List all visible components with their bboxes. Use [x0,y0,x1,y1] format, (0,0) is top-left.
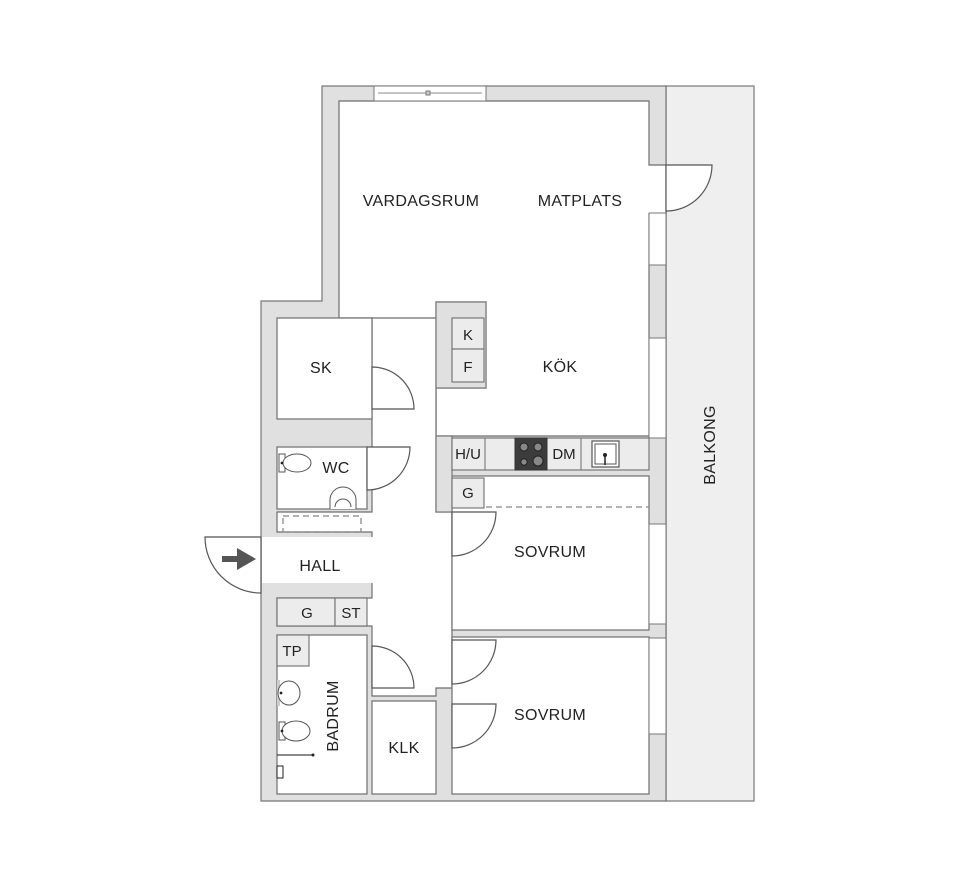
label-kyl: K [463,327,473,344]
toilet-icon [278,720,311,742]
toilet-icon [278,453,312,473]
door-balcony[interactable] [665,164,713,212]
label-hall: HALL [299,558,340,575]
room-sovrum-1 [451,475,650,631]
door-entrance[interactable] [204,536,262,594]
label-balkong: BALKONG [702,405,719,484]
fixture-tp [276,634,310,667]
stove-icon [514,437,548,471]
door-sovrum-2[interactable] [451,639,497,685]
label-g-kitchen: G [462,485,474,502]
wc-dash-zone [282,515,362,533]
label-klk: KLK [388,740,419,757]
label-sovrum-1: SOVRUM [514,544,586,561]
window-right-4 [648,637,667,735]
label-g-hall: G [301,605,313,622]
label-tp: TP [282,643,301,660]
washbasin-icon [277,680,301,706]
label-sk: SK [310,360,332,377]
fixture-g-kitchen [451,477,485,509]
fixture-g-hall [276,597,336,627]
fixture-kyl [451,317,485,350]
fixture-frys [451,348,485,383]
room-klk [371,700,437,795]
kitchen-wall-stub [435,435,453,513]
door-sk[interactable] [371,366,415,410]
label-kok: KÖK [543,358,578,376]
hall-entry-zone [262,537,382,583]
door-badrum[interactable] [371,645,415,689]
sink-icon [591,440,620,468]
room-sk [276,317,373,420]
label-hu: H/U [455,446,481,463]
fixture-st [334,597,368,627]
label-vardagsrum: VARDAGSRUM [363,193,480,210]
door-wc[interactable] [366,446,411,491]
label-wc: WC [322,460,349,477]
entrance-arrow-icon [222,548,256,570]
label-badrum: BADRUM [325,680,342,751]
window-right-1 [648,212,667,266]
door-klk[interactable] [451,703,497,749]
washbasin-icon [329,486,357,509]
window-top [373,85,487,102]
window-right-3 [648,523,667,625]
shower-icon [276,753,315,779]
label-st: ST [341,605,360,622]
door-sovrum-1[interactable] [451,511,497,557]
label-sovrum-2: SOVRUM [514,707,586,724]
label-matplats: MATPLATS [538,193,623,210]
window-right-2 [648,337,667,439]
label-frys: F [463,359,472,376]
label-dm: DM [552,446,575,463]
